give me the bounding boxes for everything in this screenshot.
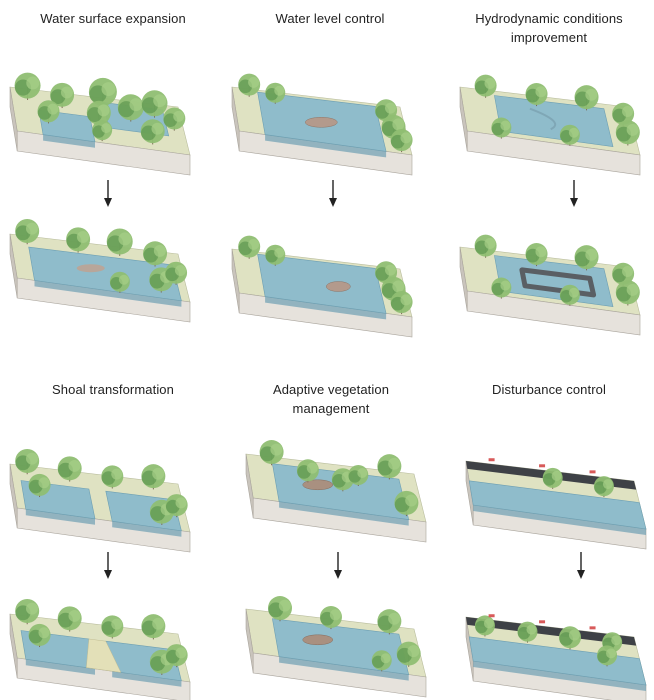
disturbance-block-before <box>465 458 647 550</box>
shoal-block-before <box>9 449 191 553</box>
panel-title-3: Hydrodynamic conditions improvement <box>475 11 623 45</box>
panel-title-2: Water level control <box>275 11 385 26</box>
arrow-down-icon <box>577 552 585 579</box>
disturbance-block-after <box>465 614 647 700</box>
expansion-block-after <box>9 219 191 323</box>
arrow-down-icon <box>334 552 342 579</box>
expansion-block-before <box>9 72 191 176</box>
panel-title-1: Water surface expansion <box>40 11 186 26</box>
arrow-down-icon <box>104 552 112 579</box>
arrow-down-icon <box>329 180 337 207</box>
arrow-down-icon <box>570 180 578 207</box>
panel-title-6: Disturbance control <box>492 382 606 397</box>
hydro-block-before <box>459 74 641 176</box>
panel-title-5: Adaptive vegetation management <box>272 382 390 416</box>
vegetation-block-after <box>245 596 427 698</box>
level-block-after <box>231 235 413 338</box>
vegetation-block-before <box>245 440 427 543</box>
panel-title-4: Shoal transformation <box>52 382 174 397</box>
arrow-down-icon <box>104 180 112 207</box>
level-block-before <box>231 73 413 176</box>
shoal-block-after <box>9 599 191 700</box>
hydro-block-after <box>459 234 641 336</box>
